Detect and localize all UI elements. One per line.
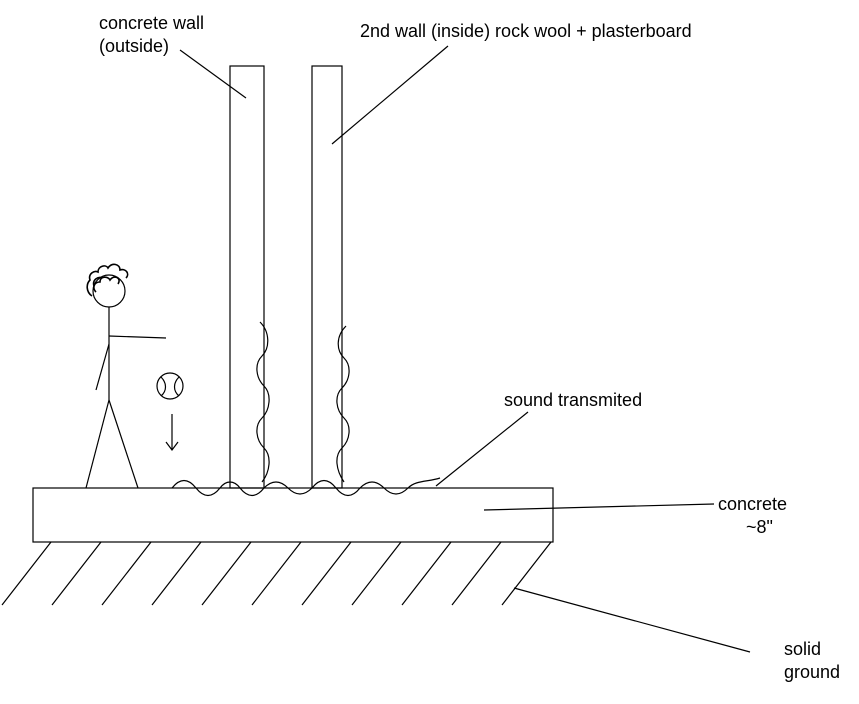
ground-hatching	[1, 541, 552, 606]
label-sound-transmitted: sound transmited	[504, 390, 643, 410]
label-concrete: concrete	[718, 494, 788, 514]
concrete-slab	[32, 487, 554, 543]
pointer-solid-ground	[513, 587, 751, 653]
pointer-second-wall	[331, 45, 449, 145]
label-ground: ground	[784, 662, 841, 682]
leg-left	[85, 399, 110, 489]
arm-right	[108, 335, 167, 339]
label-concrete-wall: concrete wall	[99, 13, 205, 33]
arm-left	[95, 343, 110, 391]
sound-wave-inner-wall	[336, 325, 350, 483]
concrete-wall-outside	[229, 65, 265, 489]
curly-hair	[86, 263, 129, 297]
label-outside: (outside)	[99, 36, 170, 56]
leg-right	[108, 399, 139, 489]
pointer-concrete-slab	[483, 503, 715, 511]
label-solid: solid	[784, 639, 822, 659]
pointer-concrete-wall	[179, 49, 247, 99]
sound-wave-slab	[171, 477, 441, 497]
inner-wall-rockwool-plasterboard	[311, 65, 343, 489]
stick-figure	[85, 263, 167, 489]
label-thickness: ~8"	[746, 517, 773, 537]
pointer-sound-transmitted	[435, 411, 529, 487]
down-arrow-icon	[165, 414, 179, 451]
sound-wave-outer-wall	[256, 321, 270, 483]
bouncing-ball	[156, 372, 184, 400]
label-second-wall: 2nd wall (inside) rock wool + plasterboa…	[360, 21, 692, 41]
